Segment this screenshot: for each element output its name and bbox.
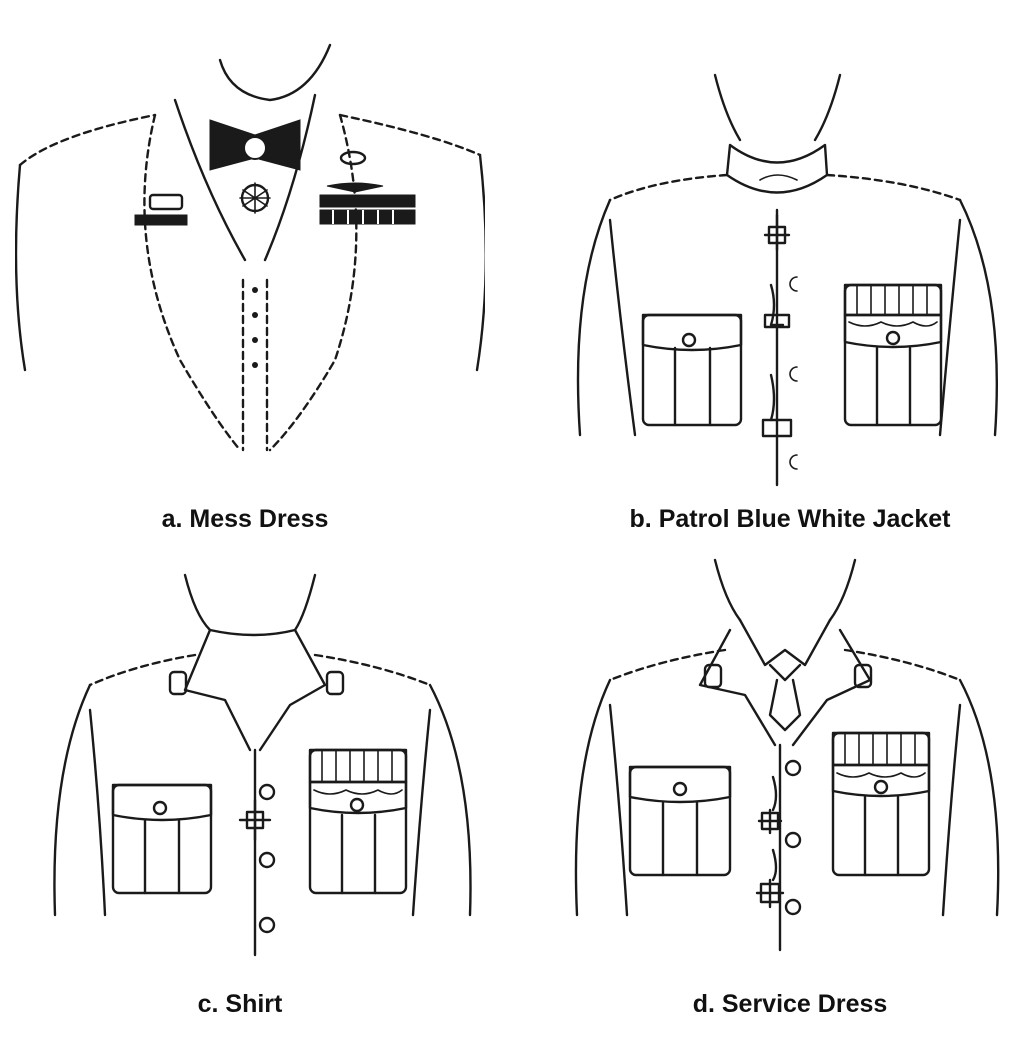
- caption-patrol-blue-white-jacket: b. Patrol Blue White Jacket: [630, 505, 951, 534]
- caption-mess-dress: a. Mess Dress: [162, 505, 329, 534]
- service-dress-illustration: [565, 555, 1005, 955]
- shirt-illustration: [45, 570, 475, 960]
- caption-shirt: c. Shirt: [198, 990, 283, 1019]
- mess-dress-illustration: [15, 40, 485, 460]
- patrol-jacket-illustration: [565, 70, 1010, 490]
- caption-service-dress: d. Service Dress: [693, 990, 888, 1019]
